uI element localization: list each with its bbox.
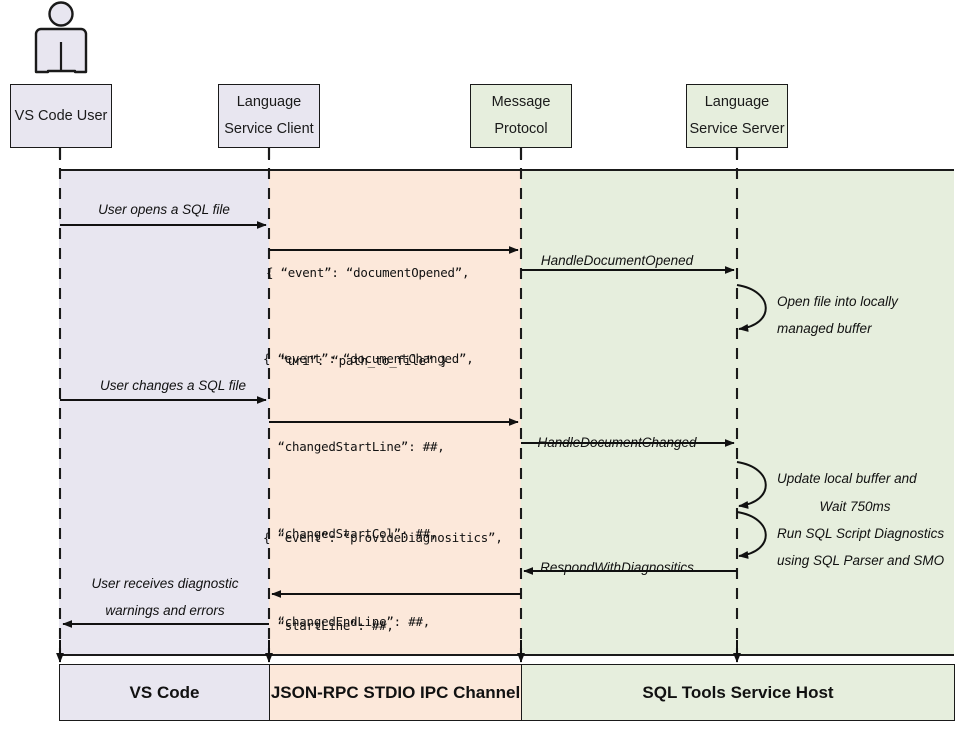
lifeline-header-language-service-client-line2: Service Client <box>224 121 314 137</box>
payload-provide-diagnostics-line-0: { “event”: “provideDiagnositics”, <box>263 530 503 546</box>
lifelines <box>58 148 739 668</box>
annotation-open-file-buffer-line1: Open file into locally <box>777 294 898 309</box>
payload-document-opened-line-1: “uri”: “path_to_file” } <box>266 352 448 368</box>
band-backgrounds <box>59 169 954 656</box>
annotation-update-buffer-wait-line2: Wait 750ms <box>819 499 891 514</box>
lifeline-header-message-protocol-line2: Protocol <box>494 121 548 137</box>
annotation-run-diagnostics-line2: using SQL Parser and SMO <box>777 553 945 568</box>
lifeline-header-language-service-server-line1: Language <box>704 94 770 111</box>
lifeline-header-language-service-client[interactable]: Language Service Client <box>218 84 320 148</box>
selfloop-run-diagnostics <box>736 511 767 559</box>
payload-document-opened: { “event”: “documentOpened”, “uri”: “pat… <box>266 200 469 433</box>
selfloop-open-file-buffer <box>736 284 767 332</box>
lifeline-header-message-protocol-line1: Message <box>491 94 551 111</box>
payload-provide-diagnostics-line-1: “startLine”: ##, <box>263 617 394 633</box>
lifeline-header-language-service-server-line2: Service Server <box>689 121 785 137</box>
actor-head-icon <box>48 1 74 27</box>
footer-band-ipc-label: JSON-RPC STDIO IPC Channel <box>270 682 521 702</box>
vs-code-user-actor <box>34 1 88 74</box>
payload-document-opened-line-0: { “event”: “documentOpened”, <box>266 265 470 281</box>
label-handle-document-changed: HandleDocumentChanged <box>537 435 697 450</box>
footer-band-service-label: SQL Tools Service Host <box>642 682 834 702</box>
footer-band-vscode-label: VS Code <box>129 682 200 702</box>
annotation-update-buffer-wait-line1: Update local buffer and <box>777 471 917 486</box>
payload-document-changed-line-2: “changedStartCol”: ##, <box>263 526 438 542</box>
label-user-changes-file: User changes a SQL file <box>99 378 247 393</box>
lifeline-stubs <box>58 148 739 160</box>
lifeline-header-message-protocol[interactable]: Message Protocol <box>470 84 572 148</box>
lifeline-header-language-service-server[interactable]: Language Service Server <box>686 84 788 148</box>
annotation-open-file-buffer-line2: managed buffer <box>777 321 872 336</box>
footer-band-service[interactable]: SQL Tools Service Host <box>521 664 955 721</box>
band-ipc-rect <box>269 171 521 655</box>
footer-band-ipc[interactable]: JSON-RPC STDIO IPC Channel <box>269 664 522 721</box>
label-user-receives-diagnostics-line2: warnings and errors <box>105 603 225 618</box>
lifeline-header-vs-code-user[interactable]: VS Code User <box>10 84 112 148</box>
selfloop-update-buffer-wait <box>736 461 767 509</box>
payload-document-changed-line-1: “changedStartLine”: ##, <box>263 438 445 454</box>
label-respond-with-diagnostics: RespondWithDiagnositics <box>540 560 694 575</box>
annotation-run-diagnostics-line1: Run SQL Script Diagnostics <box>777 526 945 541</box>
label-handle-document-opened: HandleDocumentOpened <box>540 253 694 268</box>
payload-document-changed-line-3: “changedEndLine”: ##, <box>263 613 431 629</box>
band-vscode-rect <box>59 171 269 655</box>
payload-document-changed-line-0: { “event”: “documentChanged”, <box>263 351 474 367</box>
label-user-receives-diagnostics-line1: User receives diagnostic <box>91 576 239 591</box>
label-user-opens-file: User opens a SQL file <box>98 202 230 217</box>
footer-band-vscode[interactable]: VS Code <box>59 664 270 721</box>
lifeline-header-language-service-client-line1: Language <box>236 94 302 111</box>
lifeline-header-vs-code-user-line1: VS Code User <box>14 107 108 124</box>
